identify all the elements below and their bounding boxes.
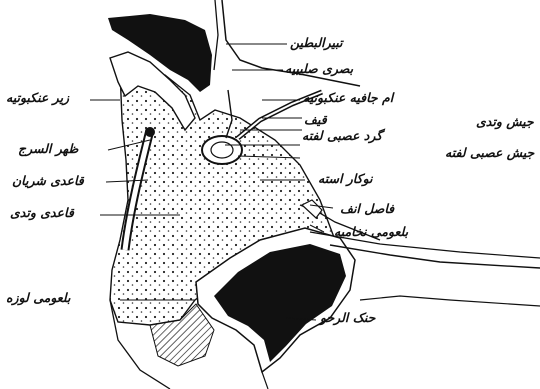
label-qaedi-vatadi: قاعدی وتدی	[10, 207, 74, 220]
artery-node	[145, 127, 155, 137]
label-jesh-asabi: جیش عصبی لفته	[445, 147, 534, 160]
label-gard-asabi: گرد عصبی لفته	[302, 130, 382, 143]
label-hanak-al-rakhu: حنک الرخو	[320, 312, 375, 325]
label-jesh-vatadi: جیش وتدی	[476, 116, 534, 129]
label-qaedi-sheryan: قاعدی شریان	[12, 175, 84, 188]
label-balumi-luze: بلعومی لوزه	[6, 292, 70, 305]
optic-tract-line	[214, 0, 218, 70]
label-zahr-al-sarj: ظهر السرج	[18, 143, 78, 156]
label-tabbir-batin: تبیرالبطین	[290, 37, 343, 50]
label-basri-salibiye: بصری صلیبیه	[285, 63, 353, 76]
label-zir-ankabutiye: زیر عنکبوتیه	[6, 92, 69, 105]
label-balumi-nokhamiye: بلعومی نخامیه	[334, 226, 408, 239]
label-qif: قیف	[304, 114, 327, 127]
label-um-jafiye: ام جافیه عنکبوتیه	[303, 92, 393, 105]
label-fasel-anf: فاصل انف	[340, 203, 394, 216]
pituitary-body	[202, 136, 242, 164]
label-nukar-aste: نوکار استه	[318, 173, 373, 186]
soft-palate	[330, 245, 540, 268]
